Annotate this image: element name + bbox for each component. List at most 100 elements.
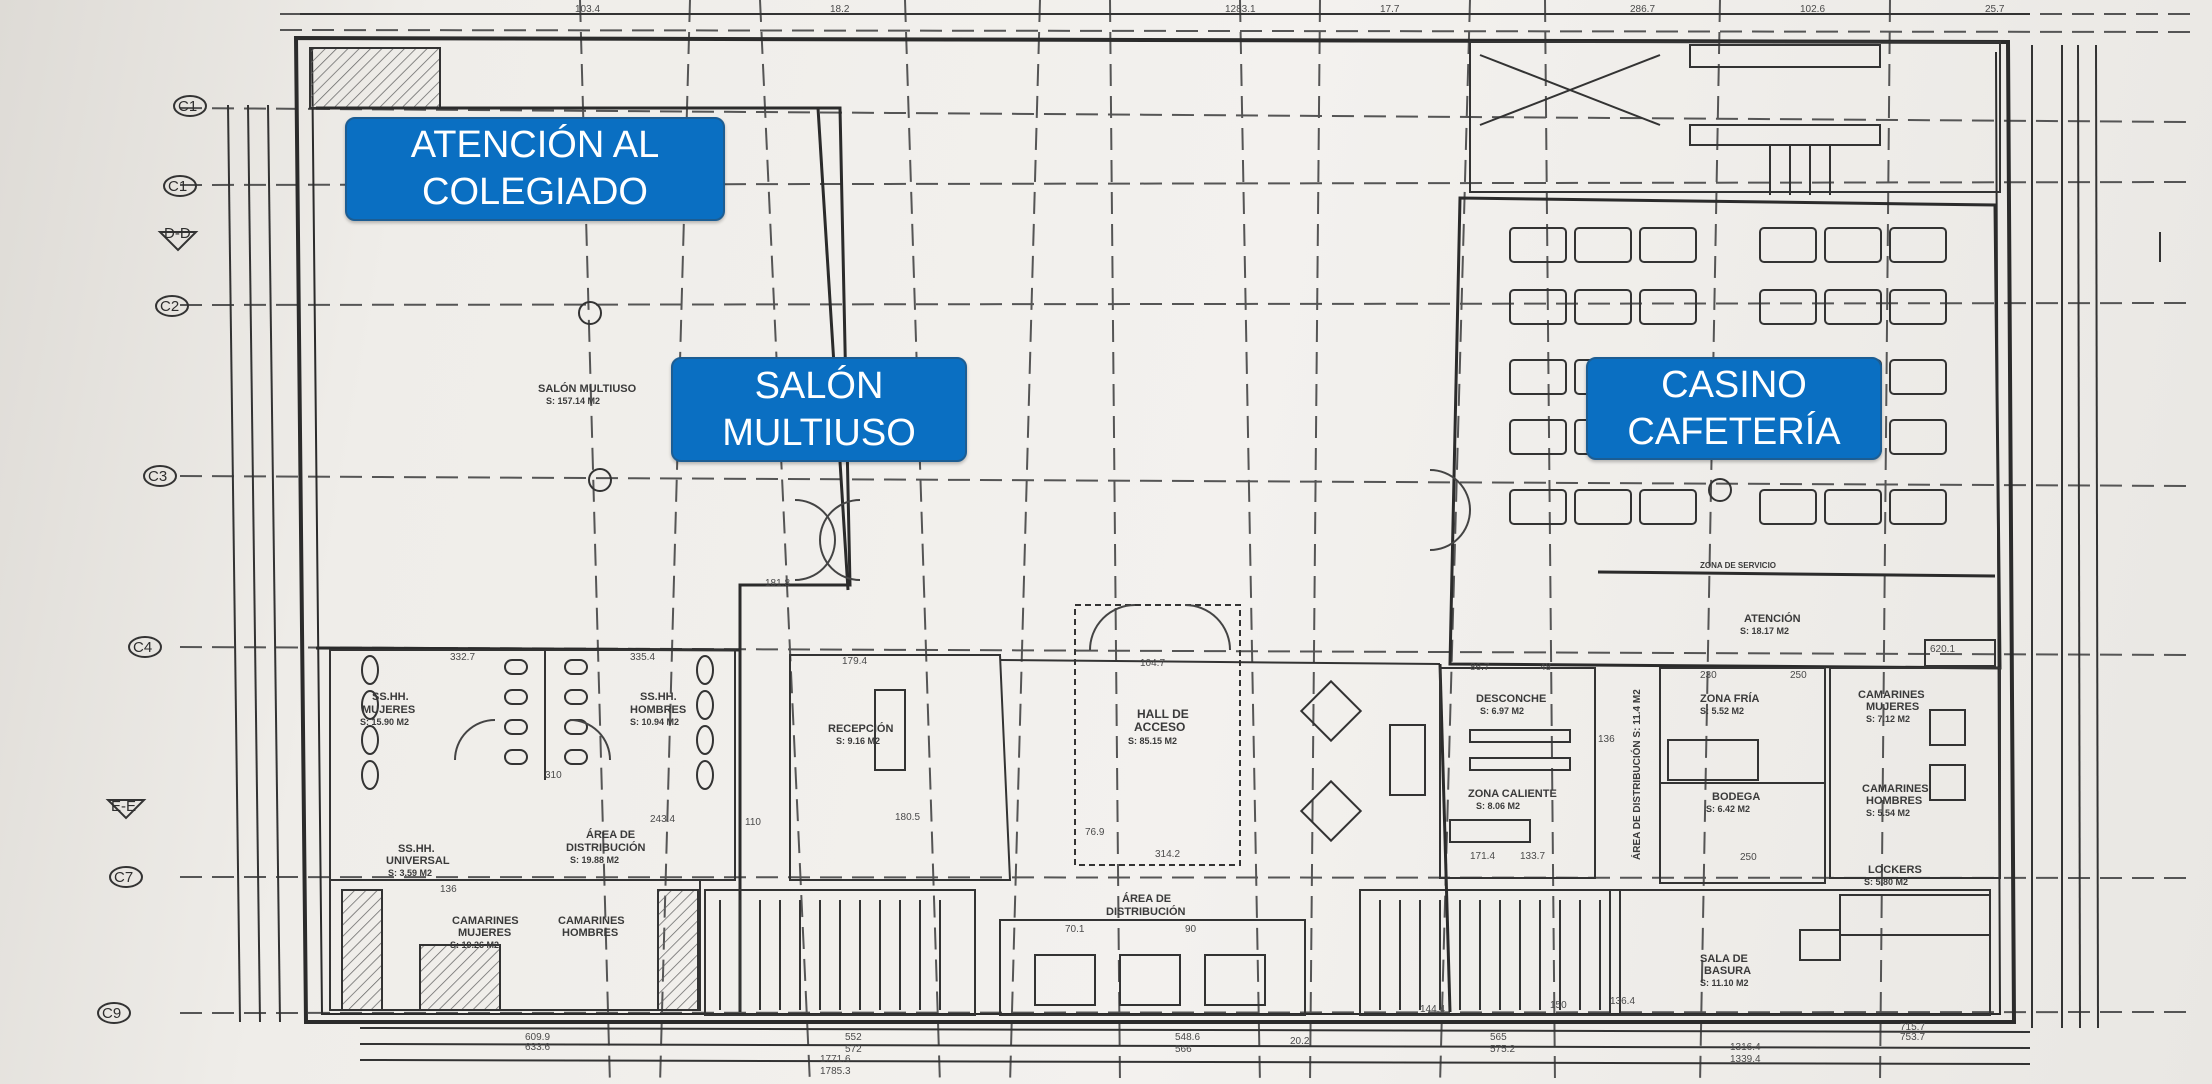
- dimension-value: 133.7: [1520, 851, 1545, 862]
- axis-label-c1-2: C1: [168, 178, 187, 195]
- dimension-value: 48: [1540, 662, 1552, 673]
- dimension-value: 102.6: [1800, 4, 1825, 15]
- axis-label-c2: C2: [160, 298, 179, 315]
- axis-label-c4: C4: [133, 639, 152, 656]
- room-camarines-mujeres-1-l1: CAMARINES: [452, 915, 519, 927]
- dimension-value: 620.1: [1930, 644, 1955, 655]
- door-swings: [454, 469, 1471, 761]
- room-desconche-name: DESCONCHE: [1476, 693, 1546, 705]
- room-camarines-hombres-1-l2: HOMBRES: [562, 927, 618, 939]
- dimension-value: 90: [1185, 924, 1197, 935]
- axis-label-c3: C3: [148, 468, 167, 485]
- callout-salon-multiuso: SALÓN MULTIUSO: [671, 357, 967, 462]
- dimension-value: 1785.3: [820, 1066, 851, 1077]
- room-ss-mujeres-area: S: 15.90 M2: [360, 717, 409, 727]
- room-ss-universal-area: S: 3.59 M2: [388, 868, 432, 878]
- cafeteria-table: [1509, 227, 1567, 263]
- cafeteria-table: [1509, 489, 1567, 525]
- cafeteria-table: [1889, 227, 1947, 263]
- axis-label-dd: D-D: [164, 225, 191, 242]
- room-ss-hombres-l2: HOMBRES: [630, 704, 686, 716]
- room-area-distribucion-1-area: S: 19.88 M2: [570, 855, 619, 865]
- room-recepcion-area: S: 9.16 M2: [836, 736, 880, 746]
- room-camarines-hombres-2-l2: HOMBRES: [1866, 795, 1922, 807]
- dimension-value: 136: [1598, 734, 1615, 745]
- room-camarines-mujeres-2-area: S: 7.12 M2: [1866, 714, 1910, 724]
- dimension-value: 181.8: [765, 578, 790, 589]
- room-area-distribucion-2-l1: ÁREA DE: [1122, 892, 1171, 905]
- room-bodega-area: S: 6.42 M2: [1706, 804, 1750, 814]
- cafeteria-table: [1824, 289, 1882, 325]
- axis-markers: C1 C1 D-D C2 C3 C4 E-E C7 C9: [97, 95, 207, 1024]
- callout-atencion-line1: ATENCIÓN AL: [410, 124, 660, 166]
- room-camarines-mujeres-2-l1: CAMARINES: [1858, 689, 1925, 701]
- room-area-distribucion-2-l2: DISTRIBUCIÓN: [1106, 905, 1186, 918]
- room-desconche-area: S: 6.97 M2: [1480, 706, 1524, 716]
- cafeteria-table: [1889, 489, 1947, 525]
- cafeteria-table: [1889, 419, 1947, 455]
- room-ss-hombres-l1: SS.HH.: [640, 691, 677, 703]
- dimension-value: 144.4: [1420, 1004, 1445, 1015]
- room-sala-basura-l1: SALA DE: [1700, 953, 1748, 965]
- room-atencion-name: ATENCIÓN: [1744, 612, 1801, 625]
- cafeteria-table: [1824, 227, 1882, 263]
- cafeteria-table: [1639, 289, 1697, 325]
- dimension-value: 25.7: [1985, 4, 2005, 15]
- cafeteria-table: [1574, 489, 1632, 525]
- dimension-lines: [227, 13, 2099, 1065]
- dimension-value: 310: [545, 770, 562, 781]
- dimension-value: 314.2: [1155, 849, 1180, 860]
- cafeteria-table: [1509, 289, 1567, 325]
- dimension-value: 104.7: [1140, 658, 1165, 669]
- room-salon-multiuso-area: S: 157.14 M2: [546, 396, 600, 406]
- dimension-value: 572: [845, 1044, 862, 1055]
- dimension-value: 76.9: [1085, 827, 1105, 838]
- dimension-value: 70.1: [1065, 924, 1085, 935]
- stairs-bottom: [704, 889, 1621, 1016]
- dimensions-top: 103.4 18.2 1283.1 17.7 286.7 102.6 25.7: [575, 4, 2005, 15]
- dimension-value: 18.2: [830, 4, 850, 15]
- room-bodega-name: BODEGA: [1712, 791, 1760, 803]
- room-zona-fria-area: S: 5.52 M2: [1700, 706, 1744, 716]
- cafeteria-table: [1509, 419, 1567, 455]
- dimension-value: 110: [745, 817, 761, 828]
- cafeteria-table: [1759, 489, 1817, 525]
- dimension-value: 753.7: [1900, 1032, 1925, 1043]
- dimension-value: 565: [1490, 1032, 1507, 1043]
- cafeteria-table: [1509, 359, 1567, 395]
- callout-salon-line2: MULTIUSO: [722, 411, 916, 454]
- dimension-value: 609.9: [525, 1032, 550, 1043]
- room-hall-area: S: 85.15 M2: [1128, 736, 1177, 746]
- dimension-value: 103.4: [575, 4, 600, 15]
- dimension-value: 286.7: [1630, 4, 1655, 15]
- dimension-value: 1283.1: [1225, 4, 1256, 15]
- dimension-value: 136.4: [1610, 996, 1635, 1007]
- callout-casino-cafeteria: CASINO CAFETERÍA: [1586, 357, 1882, 460]
- dimension-value: 179.4: [842, 656, 867, 667]
- dimension-value: 17.7: [1380, 4, 1400, 15]
- cafeteria-table: [1574, 227, 1632, 263]
- dimension-value: 566: [1175, 1044, 1192, 1055]
- dimension-value: 335.4: [630, 652, 655, 663]
- room-sala-basura-l2: BASURA: [1704, 965, 1751, 977]
- dimension-value: 136: [440, 884, 457, 895]
- dimension-value: 548.6: [1175, 1032, 1200, 1043]
- room-camarines-mujeres-1-area: S: 19.26 M2: [450, 940, 499, 950]
- room-recepcion-name: RECEPCIÓN: [828, 722, 893, 735]
- dimension-value: 1316.4: [1730, 1042, 1761, 1053]
- dimension-value: 633.6: [525, 1042, 550, 1053]
- dimension-value: 180.5: [895, 812, 920, 823]
- column-markers: [578, 301, 1732, 502]
- cafeteria-table: [1639, 489, 1697, 525]
- room-labels: SALÓN MULTIUSO S: 157.14 M2 SS.HH. MUJER…: [360, 382, 1929, 988]
- room-zona-caliente-name: ZONA CALIENTE: [1468, 788, 1557, 800]
- room-camarines-hombres-2-area: S: 5.54 M2: [1866, 808, 1910, 818]
- room-ss-mujeres-l2: MUJERES: [362, 704, 415, 716]
- callout-casino-line2: CAFETERÍA: [1627, 410, 1841, 453]
- axis-label-c9: C9: [102, 1005, 121, 1022]
- room-camarines-hombres-1-l1: CAMARINES: [558, 915, 625, 927]
- dimension-value: 230: [1700, 670, 1717, 681]
- cafeteria-table: [1824, 489, 1882, 525]
